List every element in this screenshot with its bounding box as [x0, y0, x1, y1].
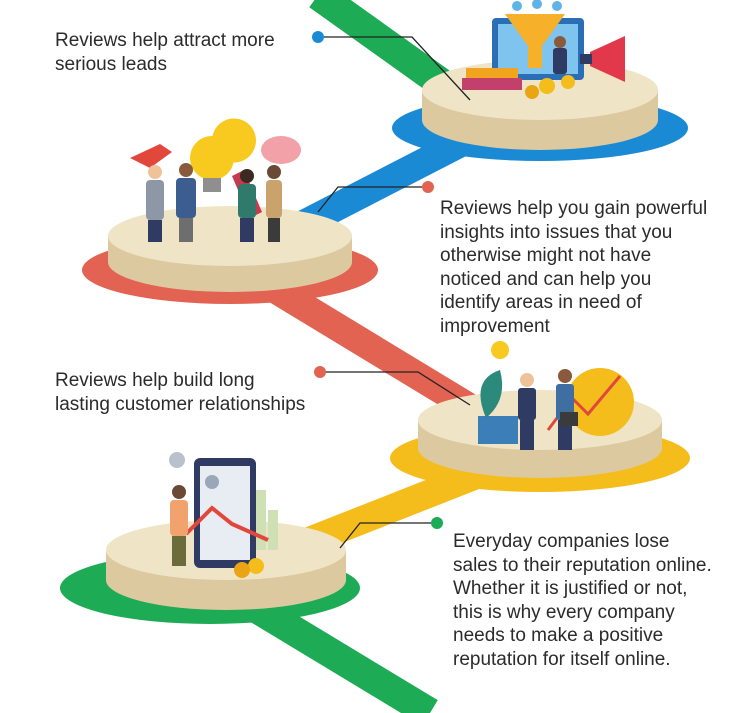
- handshake-deal-illustration: [478, 341, 634, 450]
- caption-line: Reviews help build long: [55, 370, 255, 391]
- lightbulb-small-icon: [169, 452, 185, 468]
- stressed-person-head: [172, 485, 186, 499]
- person-2-head: [179, 163, 193, 177]
- leader-dot-coral-2: [314, 366, 326, 378]
- person-3-head: [240, 169, 254, 183]
- caption-line: sales to their reputation online.: [453, 554, 712, 576]
- leader-line-4: [339, 522, 437, 549]
- book-pile: [478, 416, 518, 444]
- person-2: [176, 178, 196, 218]
- caption-line: Reviews help attract more: [55, 30, 275, 51]
- rocket-icon: [130, 144, 172, 168]
- coin-icon: [525, 85, 539, 99]
- businessman-2: [556, 384, 574, 420]
- caption-line: serious leads: [55, 53, 167, 75]
- businessman-1-head: [520, 373, 534, 387]
- caption-gain-insights: Reviews help you gain powerful insights …: [440, 197, 707, 338]
- leader-dot-coral: [422, 181, 434, 193]
- businessman-2-head: [558, 369, 572, 383]
- leader-lines: [317, 36, 471, 549]
- megaphone-icon: [590, 36, 625, 82]
- coin-icon: [234, 562, 250, 578]
- businessman-1-legs: [520, 420, 534, 450]
- marketing-funnel-illustration: [462, 0, 625, 99]
- person-4-head: [267, 165, 281, 179]
- data-bubble: [512, 1, 522, 11]
- book-stack-2: [466, 68, 518, 78]
- caption-line: otherwise might not have: [440, 245, 652, 266]
- caption-line: insights into issues that you: [440, 221, 673, 243]
- leader-line-2: [317, 186, 428, 213]
- businessman-2-legs: [558, 420, 572, 450]
- leader-dot-green: [431, 517, 443, 529]
- person-3: [238, 184, 256, 218]
- disc-2-top: [108, 206, 352, 266]
- caption-line: Whether it is justified or not,: [453, 578, 688, 599]
- data-bubble: [532, 0, 542, 9]
- bar-chart-icon: [268, 510, 278, 550]
- lightbulb-small-icon: [491, 341, 509, 359]
- person-4: [266, 180, 282, 218]
- person-1-legs: [148, 220, 162, 242]
- coin-icon: [561, 75, 575, 89]
- stage-2: [82, 118, 378, 304]
- caption-line: Everyday companies lose: [453, 531, 670, 552]
- caption-line: reputation for itself online.: [453, 648, 671, 670]
- person-2-legs: [179, 218, 193, 242]
- leader-line-3: [320, 371, 471, 406]
- decline-arrow-icon: [184, 505, 269, 542]
- person-1-head: [148, 165, 162, 179]
- funnel-icon: [505, 14, 565, 68]
- caption-attract-leads: Reviews help attract more serious leads: [55, 29, 275, 76]
- coin-icon: [248, 558, 264, 574]
- caption-line: noticed and can help you: [440, 268, 652, 290]
- pie-chart-icon: [205, 475, 219, 489]
- stressed-person: [170, 500, 188, 536]
- stage-4: [60, 452, 360, 624]
- book-stack: [462, 78, 522, 90]
- bar-chart-icon: [256, 490, 266, 550]
- brain-icon: [261, 136, 301, 164]
- person-body: [553, 48, 567, 74]
- lightbulb-base: [203, 178, 221, 192]
- caption-line: needs to make a positive: [453, 625, 664, 646]
- caption-line: identify areas in need of: [440, 292, 642, 313]
- stressed-person-legs: [172, 536, 186, 566]
- ideas-team-illustration: [130, 118, 301, 242]
- leader-dot-blue: [312, 31, 324, 43]
- person-3-legs: [240, 218, 254, 242]
- person-1: [146, 180, 164, 220]
- leaf-icon: [480, 370, 503, 418]
- businessman-1: [518, 388, 536, 420]
- data-bubble: [552, 1, 562, 11]
- megaphone-handle: [580, 54, 592, 64]
- caption-line: lasting customer relationships: [55, 393, 306, 415]
- stage-3: [390, 341, 690, 492]
- sales-decline-illustration: [169, 452, 278, 578]
- coin-icon: [539, 78, 555, 94]
- caption-line: this is why every company: [453, 601, 675, 623]
- stage-1: [392, 0, 688, 161]
- caption-reputation-online: Everyday companies lose sales to their r…: [453, 530, 712, 671]
- caption-line: Reviews help you gain powerful: [440, 198, 708, 219]
- lightbulb-glow: [190, 136, 234, 180]
- briefcase-icon: [560, 412, 578, 426]
- person-4-legs: [268, 218, 280, 242]
- caption-customer-relationships: Reviews help build long lasting customer…: [55, 369, 305, 416]
- leader-line-1: [318, 36, 471, 101]
- caption-line: improvement: [440, 315, 550, 337]
- person-head: [554, 36, 566, 48]
